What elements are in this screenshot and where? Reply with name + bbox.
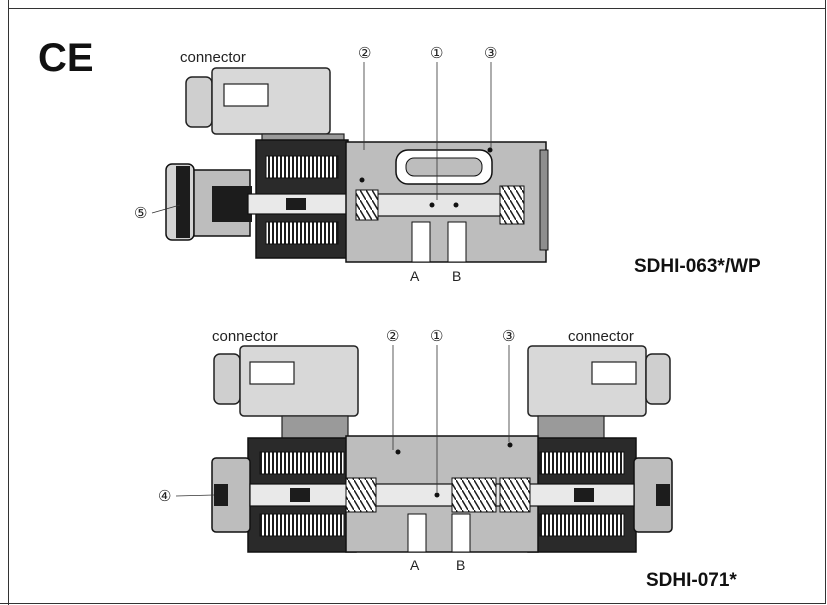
top-coil-winding-upper bbox=[265, 155, 339, 179]
bottom-port-a-label: A bbox=[410, 557, 420, 573]
top-end-cap bbox=[539, 149, 549, 251]
top-channel-core bbox=[405, 157, 483, 177]
top-connector bbox=[185, 67, 345, 149]
bottom-connector-left-label: connector bbox=[212, 328, 278, 345]
top-port-a-label: A bbox=[410, 268, 420, 284]
frame-left-border bbox=[8, 0, 9, 605]
bottom-callout-1: ① bbox=[430, 328, 443, 345]
frame-top-border bbox=[8, 8, 826, 9]
top-spool bbox=[373, 193, 515, 217]
top-armature bbox=[286, 198, 306, 210]
bottom-right-coil-lower bbox=[539, 513, 625, 537]
top-connector-label: connector bbox=[180, 49, 246, 66]
top-model-label: SDHI-063*/WP bbox=[634, 256, 761, 277]
bottom-armature-left bbox=[290, 488, 310, 502]
bottom-valve: connector connector ② ① ③ ④ A B SDHI-071… bbox=[158, 328, 737, 591]
top-port-b-passage bbox=[447, 221, 467, 263]
top-port-a-passage bbox=[411, 221, 431, 263]
bottom-port-a-passage bbox=[407, 513, 427, 553]
top-callout-1: ① bbox=[430, 45, 443, 62]
bottom-port-b-label: B bbox=[456, 557, 465, 573]
top-coil-winding-lower bbox=[265, 221, 339, 245]
bottom-spring-center bbox=[451, 477, 497, 513]
top-callout-5: ⑤ bbox=[134, 205, 147, 222]
top-port-b-label: B bbox=[452, 268, 461, 284]
bottom-left-coil-upper bbox=[259, 451, 345, 475]
top-valve: connector ② ① ③ ⑤ A B SDHI-063*/WP bbox=[134, 45, 761, 284]
bottom-model-label: SDHI-071* bbox=[646, 570, 737, 591]
bottom-connector-left bbox=[213, 345, 359, 441]
bottom-connector-right bbox=[527, 345, 671, 441]
top-callout-3: ③ bbox=[484, 45, 497, 62]
bottom-callout-3: ③ bbox=[502, 328, 515, 345]
top-manual-override bbox=[165, 163, 252, 241]
top-spring-right bbox=[499, 185, 525, 225]
bottom-armature-right bbox=[574, 488, 594, 502]
top-callout-2: ② bbox=[358, 45, 371, 62]
bottom-spring-right bbox=[499, 477, 531, 513]
ce-mark: CE bbox=[38, 36, 94, 80]
top-spring-left bbox=[355, 189, 379, 221]
bottom-left-coil-lower bbox=[259, 513, 345, 537]
bottom-connector-right-label: connector bbox=[568, 328, 634, 345]
bottom-right-coil-upper bbox=[539, 451, 625, 475]
bottom-port-b-passage bbox=[451, 513, 471, 553]
bottom-callout-4: ④ bbox=[158, 488, 171, 505]
bottom-callout-2: ② bbox=[386, 328, 399, 345]
bottom-spring-left bbox=[345, 477, 377, 513]
